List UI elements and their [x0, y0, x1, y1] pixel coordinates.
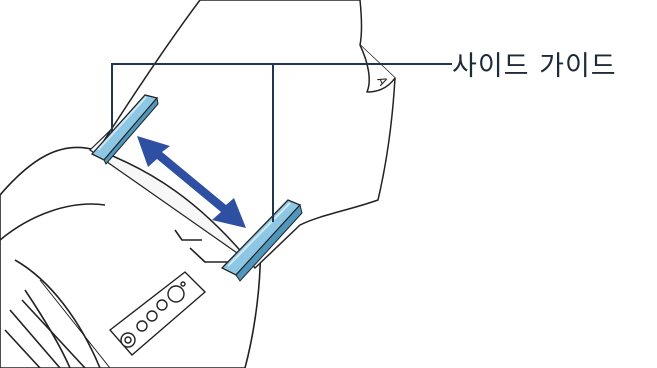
- scanner-button-icon: [136, 320, 148, 332]
- double-arrow-icon: [137, 136, 246, 228]
- left-side-guide: [90, 94, 159, 165]
- paper-sheet: [97, 0, 396, 269]
- control-panel: [108, 271, 207, 356]
- side-guide-label: 사이드 가이드: [452, 51, 617, 82]
- callout-lines: [111, 63, 452, 222]
- right-side-guide: [220, 199, 303, 282]
